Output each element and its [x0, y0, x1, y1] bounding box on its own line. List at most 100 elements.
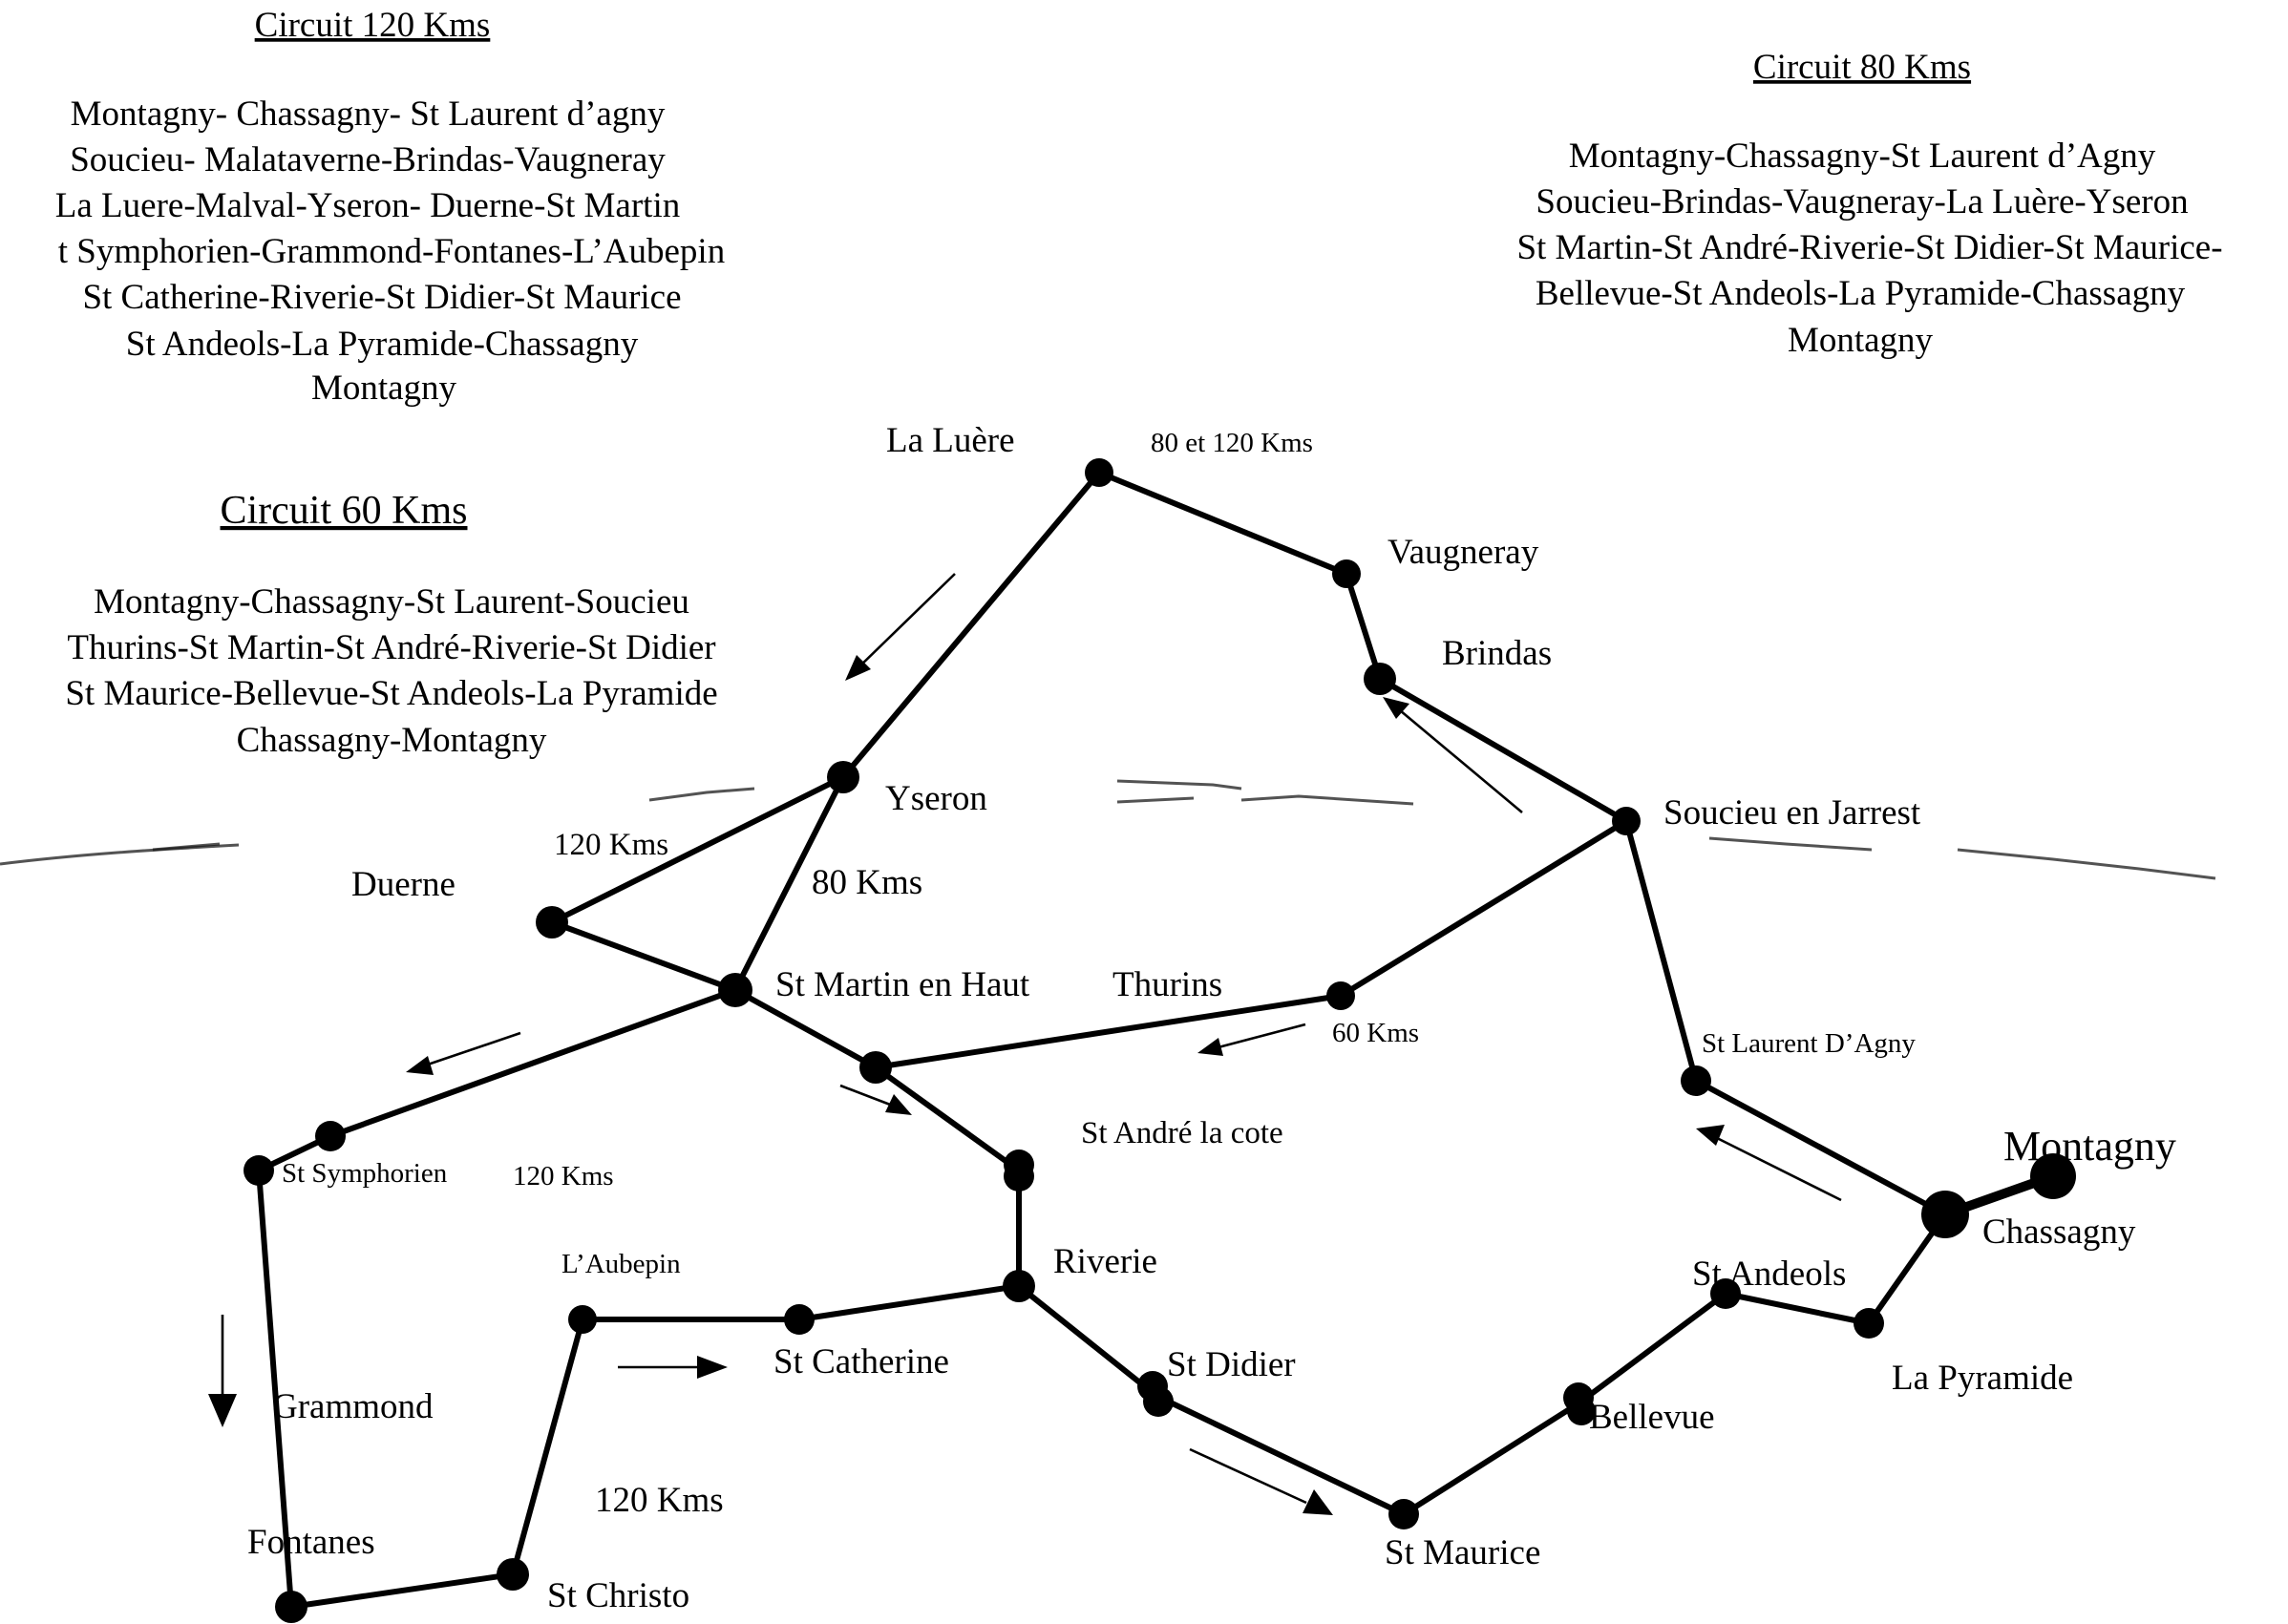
place-label-soucieu: Soucieu en Jarrest [1663, 793, 1921, 833]
route-thurins-st-andre [873, 993, 1344, 1070]
circuit-60-line: Thurins-St Martin-St André-Riverie-St Di… [67, 628, 715, 667]
arrow-icon [618, 1356, 728, 1379]
circuit-60-line: Chassagny-Montagny [237, 721, 547, 760]
circuit-120-line: Montagny [311, 369, 457, 408]
route-luere-yseron [840, 470, 1102, 780]
route-soucieu-st-laurent [1623, 818, 1699, 1084]
circuit-80-title: Circuit 80 Kms [1753, 48, 1971, 87]
place-label-thurins: Thurins [1112, 965, 1222, 1004]
route-st-martin-st-andre [732, 987, 879, 1070]
circuit-120-block: Circuit 120 Kms Montagny- Chassagny- St … [55, 6, 725, 408]
circuit-60-title: Circuit 60 Kms [221, 489, 468, 533]
circuit-80-line: Montagny [1788, 321, 1934, 360]
place-label-st-laurent: St Laurent D’Agny [1702, 1028, 1916, 1059]
place-label-st-christo: St Christo [547, 1576, 689, 1615]
circuit-80-line: St Martin-St André-Riverie-St Didier-St … [1516, 228, 2222, 267]
town-marker-st-symphorien-a [315, 1121, 346, 1151]
town-marker-riverie [1003, 1270, 1035, 1302]
circuit-120-title: Circuit 120 Kms [255, 6, 491, 45]
route-st-christo-fontanes [288, 1571, 516, 1610]
circuit-80-line: Montagny-Chassagny-St Laurent d’Agny [1569, 137, 2156, 176]
route-luere-vaugneray [1096, 470, 1349, 577]
town-marker-fontanes [275, 1591, 307, 1623]
place-label-st-maurice: St Maurice [1385, 1533, 1540, 1572]
route-l-aubepin-st-christo [510, 1317, 585, 1577]
place-label-st-andeols: St Andeols [1692, 1255, 1846, 1294]
circuit-80-line: Bellevue-St Andeols-La Pyramide-Chassagn… [1536, 274, 2186, 313]
town-marker-la-pyramide [1854, 1308, 1884, 1339]
circuit-60-line: Montagny-Chassagny-St Laurent-Soucieu [94, 582, 689, 622]
route-st-andeols-bellevue [1576, 1291, 1728, 1406]
distance-label: 60 Kms [1332, 1018, 1419, 1048]
town-marker-st-didier-b [1143, 1386, 1174, 1417]
route-st-didier-riverie [1016, 1283, 1159, 1399]
town-marker-yseron [827, 761, 859, 793]
town-marker-brindas [1364, 663, 1396, 695]
scan-smudges [0, 779, 2216, 880]
place-label-st-symphorien: St Symphorien [282, 1158, 448, 1189]
circuit-120-line: Montagny- Chassagny- St Laurent d’agny [71, 95, 666, 134]
arrow-icon [208, 1315, 237, 1427]
place-label-chassagny: Chassagny [1982, 1213, 2136, 1252]
distance-label: 120 Kms [554, 828, 668, 862]
place-label-duerne: Duerne [351, 865, 455, 904]
place-label-la-pyramide: La Pyramide [1892, 1359, 2073, 1398]
place-label-grammond: Grammond [272, 1387, 434, 1426]
place-label-riverie: Riverie [1053, 1242, 1157, 1281]
circuit-120-line: Soucieu- Malataverne-Brindas-Vaugneray [70, 140, 666, 179]
route-fontanes-st-symphorien [256, 1168, 294, 1610]
distance-labels: 80 et 120 Kms 120 Kms 80 Kms 60 Kms 120 … [513, 428, 1419, 1520]
town-marker-st-martin [718, 973, 752, 1007]
town-marker-bellevue-b [1567, 1397, 1596, 1425]
arrow-icon [1197, 1023, 1306, 1056]
town-marker-st-maurice [1388, 1499, 1419, 1529]
arrow-icon [1189, 1447, 1333, 1515]
route-brindas-soucieu [1377, 676, 1629, 824]
route-st-andre-riverie [873, 1065, 1022, 1173]
place-label-st-martin: St Martin en Haut [775, 965, 1030, 1004]
circuit-120-line: St Catherine-Riverie-St Didier-St Mauric… [82, 278, 681, 317]
arrow-icon [839, 1084, 912, 1115]
place-label-l-aubepin: L’Aubepin [561, 1249, 681, 1279]
town-marker-soucieu [1612, 807, 1641, 835]
distance-label: 120 Kms [513, 1161, 614, 1192]
town-marker-st-laurent [1681, 1065, 1711, 1096]
place-label-la-luere: La Luère [886, 421, 1015, 460]
route-vaugneray-brindas [1344, 571, 1383, 682]
route-st-laurent-chassagny [1693, 1078, 1948, 1217]
place-label-st-andre: St André la cote [1081, 1116, 1283, 1150]
town-marker-st-christo [497, 1558, 529, 1591]
circuit-80-line: Soucieu-Brindas-Vaugneray-La Luère-Ysero… [1536, 182, 2188, 221]
route-riverie-st-catherine [796, 1283, 1022, 1322]
town-marker-st-symphorien-b [244, 1155, 274, 1186]
place-label-yseron: Yseron [885, 779, 987, 818]
place-label-st-didier: St Didier [1167, 1345, 1296, 1384]
town-markers [244, 458, 2076, 1623]
circuit-60-line: St Maurice-Bellevue-St Andeols-La Pyrami… [65, 674, 717, 713]
route-yseron-duerne [549, 774, 846, 925]
distance-label: 120 Kms [595, 1481, 724, 1520]
place-labels: La Luère Vaugneray Brindas Yseron Soucie… [247, 421, 2176, 1615]
town-marker-riverie-upper-2 [1004, 1161, 1034, 1192]
place-label-brindas: Brindas [1442, 634, 1552, 673]
town-marker-st-andeols [1710, 1278, 1741, 1309]
route-duerne-st-martin [549, 919, 738, 993]
town-marker-vaugneray [1332, 559, 1361, 588]
town-marker-montagny [2030, 1153, 2076, 1199]
circuit-120-line: St Andeols-La Pyramide-Chassagny [126, 325, 639, 364]
distance-label: 80 Kms [812, 863, 922, 902]
arrow-icon [1696, 1125, 1842, 1202]
arrow-icon [845, 573, 956, 681]
distance-label: 80 et 120 Kms [1151, 428, 1313, 458]
direction-arrows [208, 573, 1842, 1515]
town-marker-st-andre [859, 1051, 892, 1084]
town-marker-thurins [1326, 981, 1355, 1010]
route-soucieu-thurins [1338, 818, 1629, 999]
town-marker-la-luere [1085, 458, 1113, 487]
place-label-st-catherine: St Catherine [773, 1342, 949, 1381]
place-label-vaugneray: Vaugneray [1388, 533, 1539, 572]
town-marker-chassagny [1921, 1191, 1969, 1238]
route-bellevue-st-maurice [1401, 1401, 1581, 1517]
route-symphorien-st-martin [328, 987, 738, 1139]
